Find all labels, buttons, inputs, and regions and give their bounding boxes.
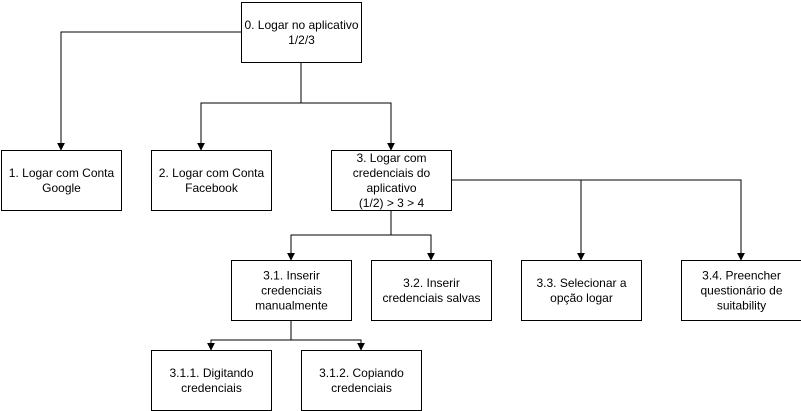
- connector-n3-to-n34: [451, 179, 745, 261]
- node-label-line: 2. Logar com Conta: [159, 166, 265, 180]
- node-label-line: 3.4. Preencher: [702, 269, 781, 283]
- connector-n3-to-n33: [451, 179, 585, 261]
- node-box: [1, 150, 122, 211]
- node-label-line: 3.1. Inserir: [263, 269, 320, 283]
- connectors: [57, 31, 745, 351]
- connector-n0-to-n3: [300, 62, 395, 151]
- node-label-line: aplicativo: [366, 181, 416, 195]
- node-label-line: credenciais salvas: [382, 291, 480, 305]
- node-label-line: (1/2) > 3 > 4: [359, 196, 425, 210]
- node-box: [301, 350, 422, 411]
- node-label-line: 3.1.1. Digitando: [169, 366, 253, 380]
- node-label-line: 3. Logar com: [356, 151, 426, 165]
- node-label-line: 3.2. Inserir: [403, 276, 460, 290]
- node-label-line: manualmente: [255, 299, 328, 313]
- node-label-line: suitability: [717, 299, 766, 313]
- node-label-line: 3.3. Selecionar a: [536, 276, 626, 290]
- node-label-line: credenciais: [261, 284, 322, 298]
- connector-n3-to-n31: [287, 210, 392, 261]
- connector-n31-to-n312: [290, 320, 365, 351]
- node-label-line: Google: [42, 181, 81, 195]
- connector-n31-to-n311: [207, 320, 292, 351]
- node-label-line: 1. Logar com Conta: [9, 166, 115, 180]
- node-label-line: opção logar: [550, 291, 613, 305]
- node-box: [231, 260, 352, 321]
- connector-n3-to-n32: [390, 210, 435, 261]
- node-box: [681, 260, 801, 321]
- connector-n0-to-n2: [197, 62, 302, 151]
- node-label-line: credenciais do: [353, 166, 431, 180]
- node-box: [521, 260, 642, 321]
- node-label-line: Facebook: [185, 181, 239, 195]
- node-box: [151, 350, 272, 411]
- node-label-line: 3.1.2. Copiando: [319, 366, 404, 380]
- node-label-line: credenciais: [181, 381, 242, 395]
- node-box: [241, 2, 362, 63]
- node-box: [331, 150, 452, 211]
- node-box: [371, 260, 492, 321]
- node-label-line: questionário de: [700, 284, 782, 298]
- node-label-line: 1/2/3: [288, 33, 315, 47]
- node-box: [151, 150, 272, 211]
- node-label-line: credenciais: [331, 381, 392, 395]
- node-label-line: 0. Logar no aplicativo: [244, 18, 358, 32]
